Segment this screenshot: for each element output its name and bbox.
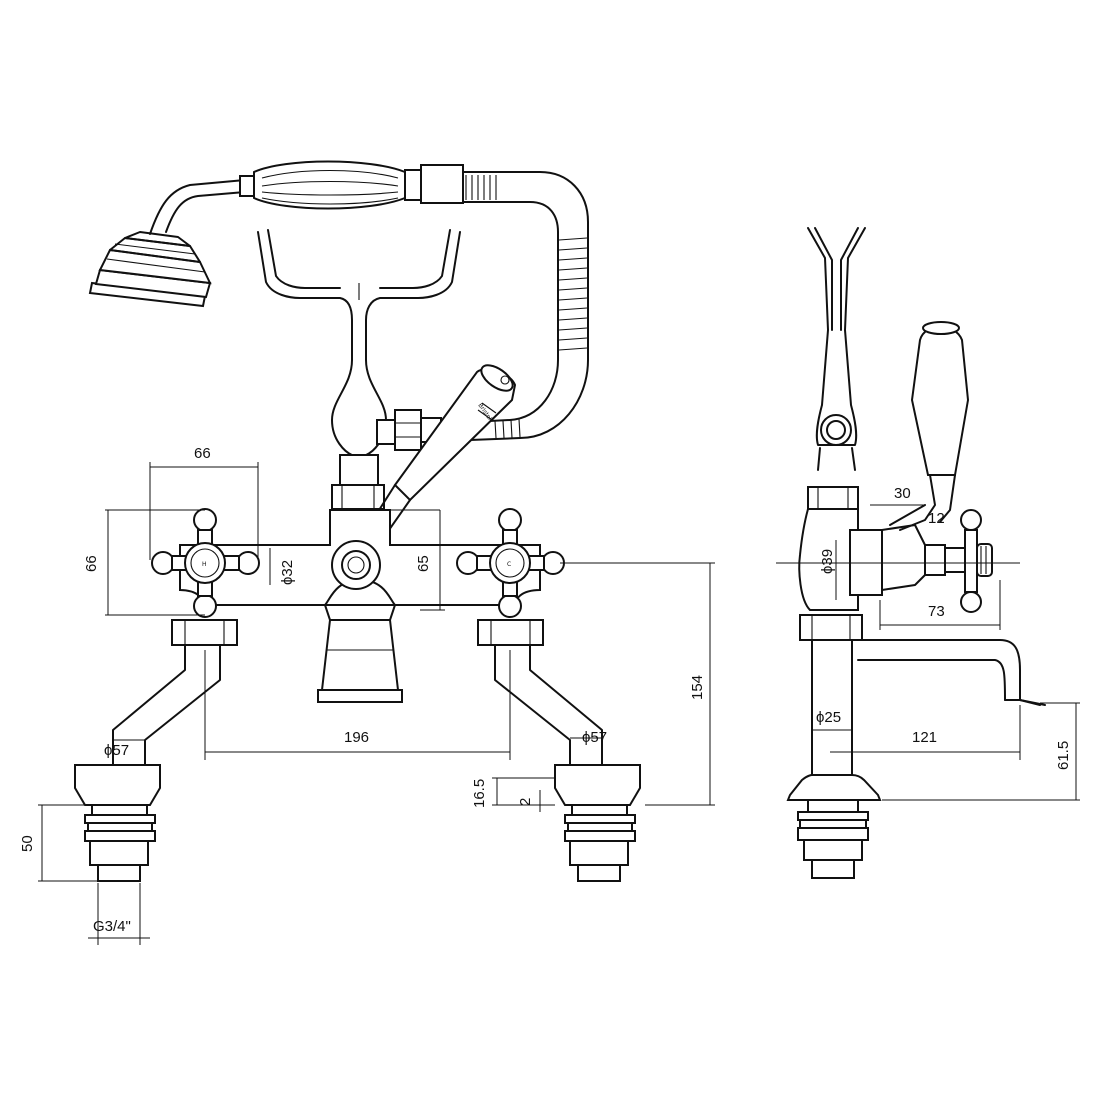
diverter <box>331 409 442 510</box>
side-cradle <box>807 227 866 471</box>
dim-121: 121 <box>912 729 937 746</box>
left-leg <box>74 619 238 882</box>
spout-front <box>317 604 403 703</box>
dim-12: 12 <box>928 510 945 527</box>
cross-handle-cold: C <box>456 508 565 618</box>
dim-61-5: 61.5 <box>1055 741 1072 770</box>
dim-154: 154 <box>689 675 706 700</box>
shower-handle <box>253 160 464 210</box>
cross-handle-hot: H <box>151 508 260 618</box>
dim-16-5: 16.5 <box>471 779 488 808</box>
dim-30: 30 <box>894 485 911 502</box>
dim-196: 196 <box>344 729 369 746</box>
dim-25: ϕ25 <box>816 709 841 726</box>
dim-39: ϕ39 <box>819 549 836 574</box>
side-view: 30 12 ϕ39 73 ϕ25 121 61.5 <box>776 227 1080 879</box>
dim-32: ϕ32 <box>279 560 296 585</box>
dim-65: 65 <box>415 555 432 572</box>
side-spout <box>786 614 1046 879</box>
side-lever <box>889 321 970 531</box>
dim-thread: G3/4" <box>93 918 131 935</box>
dim-66-height: 66 <box>83 555 100 572</box>
dim-57-left: ϕ57 <box>104 742 129 759</box>
side-body <box>798 486 993 613</box>
dim-57-right: ϕ57 <box>582 729 607 746</box>
dim-2: 2 <box>517 798 534 806</box>
shower-cradle <box>257 229 461 456</box>
cold-marking: C <box>507 561 511 568</box>
dim-50: 50 <box>19 835 36 852</box>
hot-marking: H <box>202 561 207 568</box>
dim-73: 73 <box>928 603 945 620</box>
front-view: Bristol H <box>19 160 715 945</box>
dim-66-width: 66 <box>194 445 211 462</box>
shower-hose <box>462 171 589 441</box>
shower-neck <box>149 175 255 235</box>
right-leg <box>477 619 641 882</box>
side-dimensions: 30 12 ϕ39 73 ϕ25 121 61.5 <box>776 485 1080 801</box>
shower-head <box>88 231 212 308</box>
front-dimensions: 66 66 ϕ32 65 196 ϕ57 ϕ57 154 <box>19 445 715 945</box>
